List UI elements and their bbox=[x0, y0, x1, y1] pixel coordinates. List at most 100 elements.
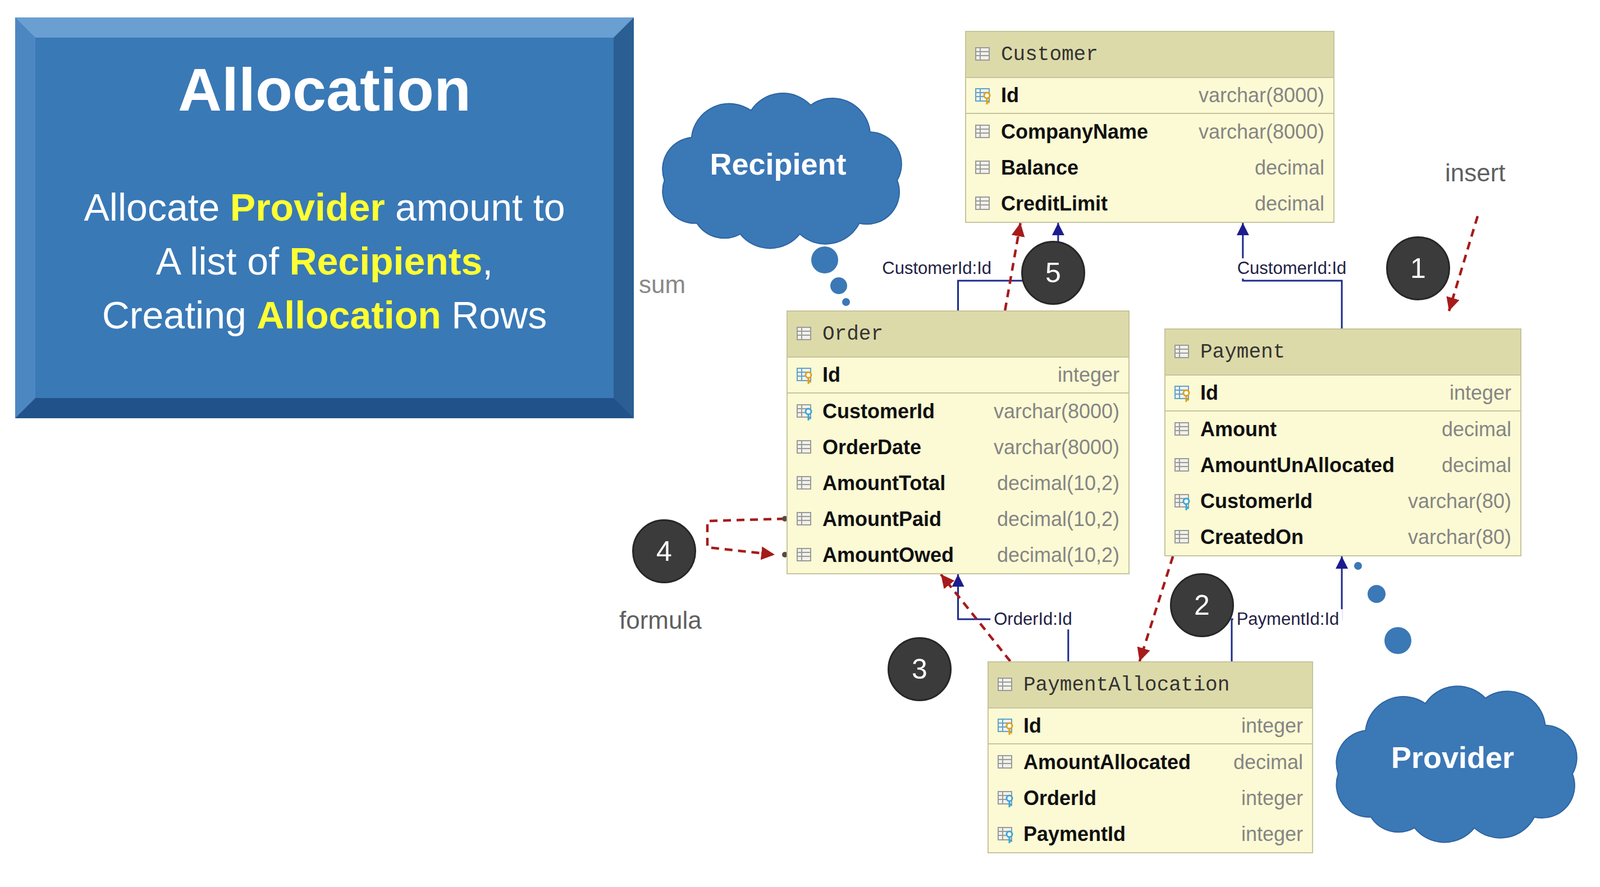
key-bow bbox=[984, 92, 990, 99]
key-tooth bbox=[808, 417, 812, 420]
fk-icon bbox=[795, 401, 815, 422]
insert-arrow bbox=[1448, 216, 1478, 312]
callout-circle: 5 bbox=[1021, 240, 1086, 305]
pk-icon bbox=[974, 85, 994, 105]
grid-frame bbox=[797, 548, 811, 561]
key-tooth bbox=[1186, 399, 1190, 401]
table-row: CompanyNamevarchar(8000) bbox=[966, 113, 1334, 150]
note-label: formula bbox=[619, 606, 702, 634]
column-name: CustomerId bbox=[1200, 489, 1313, 514]
grid-frame bbox=[975, 161, 990, 174]
table-row: AmountUnAllocateddecimal bbox=[1165, 447, 1521, 484]
note-holder: insert bbox=[1445, 158, 1506, 187]
col-icon bbox=[1173, 527, 1193, 547]
key-bow bbox=[1006, 723, 1013, 729]
table-row: PaymentIdinteger bbox=[988, 816, 1312, 853]
formula-leader bbox=[707, 518, 785, 555]
fk-icon bbox=[996, 824, 1016, 844]
key-tooth bbox=[986, 101, 990, 104]
col-icon bbox=[974, 194, 994, 214]
callout-number: 2 bbox=[1194, 591, 1210, 620]
table-row: Amountdecimal bbox=[1165, 411, 1521, 448]
grid-line bbox=[797, 483, 811, 486]
edge-label: CustomerId:Id bbox=[1233, 258, 1351, 279]
column-name: Amount bbox=[1200, 417, 1277, 442]
callout-number: 1 bbox=[1410, 254, 1426, 283]
callout-number: 4 bbox=[656, 537, 672, 566]
key-bow bbox=[1006, 795, 1013, 802]
fk-icon bbox=[996, 788, 1016, 808]
grid-line bbox=[797, 334, 811, 336]
fk-icon bbox=[1173, 491, 1193, 511]
grid-line bbox=[797, 448, 811, 450]
column-name: OrderId bbox=[1023, 786, 1097, 811]
column-type: decimal bbox=[1241, 156, 1325, 180]
table-header: PaymentAllocation bbox=[988, 662, 1312, 709]
panel-text: Creating bbox=[102, 293, 247, 337]
col-icon bbox=[795, 324, 815, 344]
grid-line bbox=[975, 164, 990, 166]
column-name: CompanyName bbox=[1000, 120, 1149, 144]
table-row: AmountPaiddecimal(10,2) bbox=[787, 501, 1129, 538]
grid-line bbox=[1178, 386, 1181, 399]
grid-line bbox=[801, 404, 803, 418]
grid-line bbox=[979, 125, 981, 138]
grid-line bbox=[975, 128, 990, 130]
panel-line: AllocateProvideramount to bbox=[35, 180, 614, 235]
grid-line bbox=[1175, 348, 1189, 350]
column-type: decimal bbox=[1428, 453, 1512, 478]
callout-number: 3 bbox=[911, 655, 928, 684]
grid-line bbox=[801, 476, 803, 489]
cloud-text: Provider bbox=[1391, 739, 1515, 776]
flow-arrow bbox=[1139, 556, 1173, 662]
grid-line bbox=[1178, 458, 1181, 472]
column-type: decimal bbox=[1219, 750, 1304, 775]
grid-line bbox=[797, 519, 811, 521]
grid-frame bbox=[797, 476, 811, 489]
grid-frame bbox=[1175, 458, 1189, 472]
column-type: decimal(10,2) bbox=[983, 471, 1120, 496]
flow-arrow bbox=[1004, 222, 1021, 311]
grid-line bbox=[998, 762, 1012, 765]
column-name: AmountPaid bbox=[822, 507, 942, 532]
column-name: CustomerId bbox=[822, 399, 935, 424]
key-bow bbox=[805, 372, 812, 378]
table-header: Order bbox=[787, 311, 1129, 358]
callout-circle: 3 bbox=[887, 637, 952, 702]
column-name: OrderDate bbox=[822, 435, 922, 460]
cloud-outline bbox=[1336, 686, 1577, 843]
column-name: Id bbox=[1000, 83, 1019, 108]
column-type: varchar(8000) bbox=[1185, 83, 1325, 108]
grid-line bbox=[975, 200, 990, 202]
pk-icon bbox=[795, 365, 815, 385]
grid-line bbox=[1175, 352, 1189, 354]
key-tooth bbox=[1009, 840, 1013, 843]
table-header: Payment bbox=[1165, 329, 1521, 376]
key-tooth bbox=[1186, 507, 1190, 510]
key-bow bbox=[1183, 390, 1190, 396]
note-holder: sum bbox=[638, 270, 686, 299]
grid-line bbox=[797, 444, 811, 446]
grid-line bbox=[797, 555, 811, 557]
note-label: sum bbox=[638, 270, 686, 299]
grid-frame bbox=[797, 512, 811, 525]
column-type: decimal(10,2) bbox=[983, 543, 1120, 568]
thought-bubble bbox=[1367, 584, 1386, 603]
grid-line bbox=[975, 51, 990, 53]
grid-line bbox=[975, 132, 990, 134]
table-row: Balancedecimal bbox=[966, 149, 1334, 186]
grid-line bbox=[1175, 465, 1189, 468]
table-row: OrderIdinteger bbox=[988, 780, 1312, 817]
edge-label: OrderId:Id bbox=[990, 609, 1076, 630]
grid-line bbox=[1002, 791, 1004, 804]
grid-line bbox=[801, 440, 803, 454]
grid-line bbox=[1002, 678, 1004, 691]
grid-line bbox=[975, 168, 990, 170]
column-type: varchar(80) bbox=[1394, 489, 1512, 514]
panel-text: Rows bbox=[451, 293, 547, 337]
column-type: varchar(80) bbox=[1394, 525, 1512, 550]
grid-line bbox=[1178, 494, 1181, 507]
edge-label: PaymentId:Id bbox=[1233, 609, 1343, 630]
col-icon bbox=[1173, 419, 1193, 440]
callout-circle: 1 bbox=[1386, 236, 1451, 301]
